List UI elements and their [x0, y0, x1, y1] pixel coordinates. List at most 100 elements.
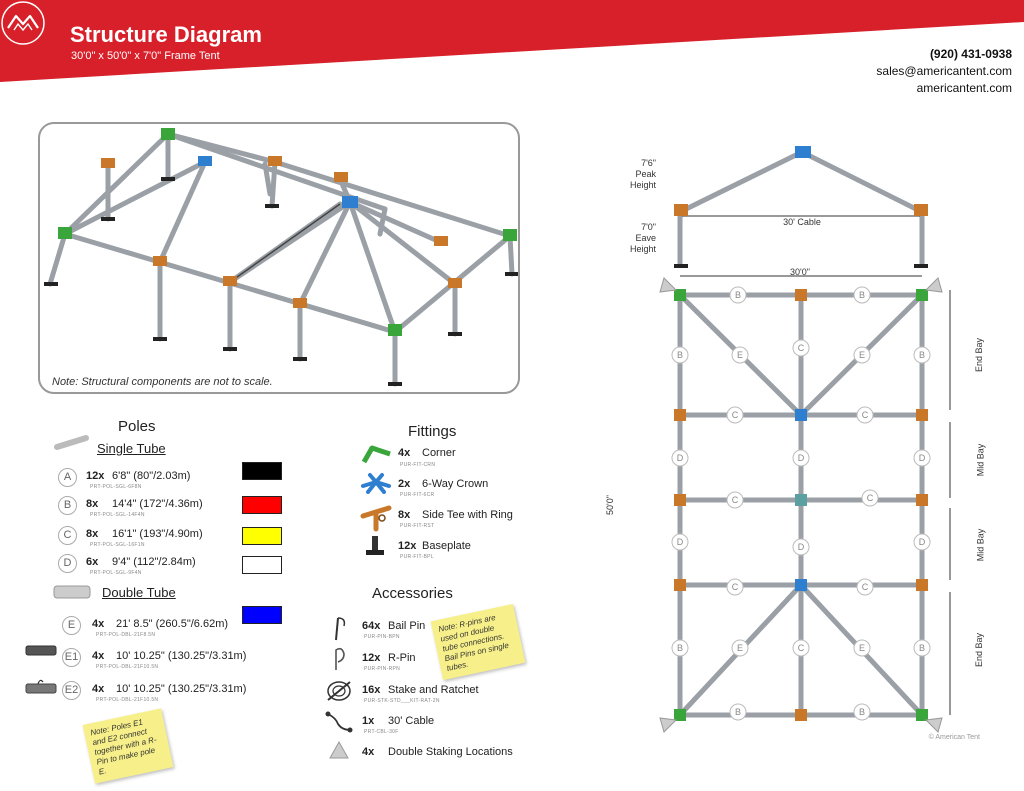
peak-height-label: 7'6" Peak Height	[629, 158, 656, 190]
website-link[interactable]: americantent.com	[916, 81, 1012, 95]
svg-text:C: C	[732, 582, 739, 592]
pole-row-a: A 12x 6'8" (80"/2.03m) PRT-POL-SGL-6F8N	[58, 468, 298, 494]
accessory-part-number: PUR-PIN-BPN	[364, 634, 400, 640]
accessory-desc: 30' Cable	[388, 715, 435, 727]
pole-color-e	[242, 606, 282, 624]
accessory-part-number: PUR-STK-STD___KIT-RAT-2N	[364, 698, 440, 704]
pole-part-number: PRT-POL-SGL-9F4N	[90, 570, 142, 576]
pole-part-number: PRT-POL-SGL-16F1N	[90, 542, 145, 548]
svg-text:D: D	[677, 453, 684, 463]
corner-fitting-icon	[361, 445, 391, 464]
pole-qty: 4x	[92, 618, 105, 630]
svg-text:D: D	[798, 453, 805, 463]
pole-color-d	[242, 556, 282, 574]
pole-part-number: PRT-POL-DBL-21F8.5N	[96, 632, 156, 638]
svg-text:E: E	[859, 643, 865, 653]
pole-desc: 9'4" (112"/2.84m)	[112, 556, 196, 568]
pole-desc: 10' 10.25" (130.25"/3.31m)	[116, 650, 247, 662]
pole-desc: 21' 8.5" (260.5"/6.62m)	[116, 618, 229, 630]
pole-desc: 10' 10.25" (130.25"/3.31m)	[116, 683, 247, 695]
accessory-desc: R-Pin	[388, 652, 416, 664]
svg-text:B: B	[859, 290, 865, 300]
svg-text:C: C	[732, 495, 739, 505]
american-tent-logo	[1, 1, 45, 45]
pole-letter: A	[58, 468, 77, 487]
svg-text:C: C	[798, 343, 805, 353]
accessory-qty: 1x	[362, 715, 375, 727]
pole-qty: 4x	[92, 683, 105, 695]
banner-shape	[0, 0, 1024, 82]
svg-text:E: E	[737, 643, 743, 653]
svg-text:B: B	[859, 707, 865, 717]
render-note: Note: Structural components are not to s…	[52, 376, 273, 388]
baseplate-icon	[366, 536, 384, 555]
cable-icon	[325, 711, 353, 733]
pole-letter: C	[58, 526, 77, 545]
svg-text:C: C	[798, 643, 805, 653]
pole-desc: 16'1" (193"/4.90m)	[112, 528, 203, 540]
tent-frame-render	[44, 128, 518, 387]
accessory-desc: Double Staking Locations	[388, 746, 513, 758]
poles-note: Note: Poles E1 and E2 connect together w…	[82, 708, 174, 784]
svg-text:D: D	[919, 453, 926, 463]
pole-color-c	[242, 527, 282, 545]
bay-label: End Bay	[974, 337, 985, 373]
pole-color-a	[242, 462, 282, 480]
pole-part-number: PRT-POL-SGL-6F8N	[90, 484, 142, 490]
bay-label: Mid Bay	[975, 443, 986, 477]
single-tube-icon	[54, 435, 89, 450]
pole-row-e1: E1 4x 10' 10.25" (130.25"/3.31m) PRT-POL…	[62, 648, 302, 674]
svg-text:C: C	[732, 410, 739, 420]
svg-text:C: C	[862, 582, 869, 592]
accessories-note: Note: R-pins are used on double tube con…	[430, 603, 526, 681]
pole-letter: E1	[62, 648, 81, 667]
pole-letter: E	[62, 616, 81, 635]
svg-text:E: E	[737, 350, 743, 360]
svg-text:C: C	[862, 410, 869, 420]
bay-label: Mid Bay	[975, 528, 986, 562]
svg-text:B: B	[677, 350, 683, 360]
page-subtitle: 30'0" x 50'0" x 7'0" Frame Tent	[71, 50, 220, 62]
pole-letter: B	[58, 496, 77, 515]
pole-part-number: PRT-POL-DBL-21F10.5N	[96, 664, 159, 670]
pole-row-d: D 6x 9'4" (112"/2.84m) PRT-POL-SGL-9F4N	[58, 554, 298, 580]
contact-block: (920) 431-0938 sales@americantent.com am…	[876, 46, 1012, 97]
accessory-qty: 12x	[362, 652, 381, 664]
fitting-desc: 6-Way Crown	[422, 478, 489, 490]
crown-fitting-icon	[361, 473, 391, 494]
svg-text:B: B	[919, 643, 925, 653]
tent-render-panel	[38, 122, 520, 394]
pole-part-number: PRT-POL-SGL-14F4N	[90, 512, 145, 518]
bail-pin-icon	[335, 617, 346, 641]
pole-part-number: PRT-POL-DBL-21F10.5N	[96, 697, 159, 703]
accessory-part-number: PUR-PIN-RPN	[364, 666, 401, 672]
pole-color-b	[242, 496, 282, 514]
stake-ratchet-icon	[327, 681, 351, 701]
poles-heading: Poles	[118, 418, 156, 435]
fitting-part-number: PUR-FIT-BPL	[400, 554, 434, 560]
pole-desc: 14'4" (172"/4.36m)	[112, 498, 203, 510]
pole-row-b: B 8x 14'4" (172"/4.36m) PRT-POL-SGL-14F4…	[58, 496, 298, 522]
fitting-desc: Corner	[422, 447, 456, 459]
pole-qty: 6x	[86, 556, 99, 568]
page-title: Structure Diagram	[70, 22, 262, 47]
svg-text:B: B	[677, 643, 683, 653]
accessory-desc: Bail Pin	[388, 620, 426, 632]
length-label: 50'0"	[604, 495, 615, 515]
width-label: 30'0"	[790, 267, 810, 277]
fitting-desc: Baseplate	[422, 540, 471, 552]
fitting-qty: 12x	[398, 540, 417, 552]
phone-number[interactable]: (920) 431-0938	[929, 47, 1012, 61]
pole-letter: D	[58, 554, 77, 573]
cable-label: 30' Cable	[783, 217, 821, 227]
svg-text:C: C	[867, 493, 874, 503]
svg-text:D: D	[798, 542, 805, 552]
email-address[interactable]: sales@americantent.com	[876, 64, 1012, 78]
pole-qty: 8x	[86, 528, 99, 540]
pole-desc: 6'8" (80"/2.03m)	[112, 470, 191, 482]
svg-text:D: D	[919, 537, 926, 547]
svg-text:D: D	[677, 537, 684, 547]
pole-row-e: E 4x 21' 8.5" (260.5"/6.62m) PRT-POL-DBL…	[62, 616, 302, 642]
svg-text:B: B	[735, 707, 741, 717]
